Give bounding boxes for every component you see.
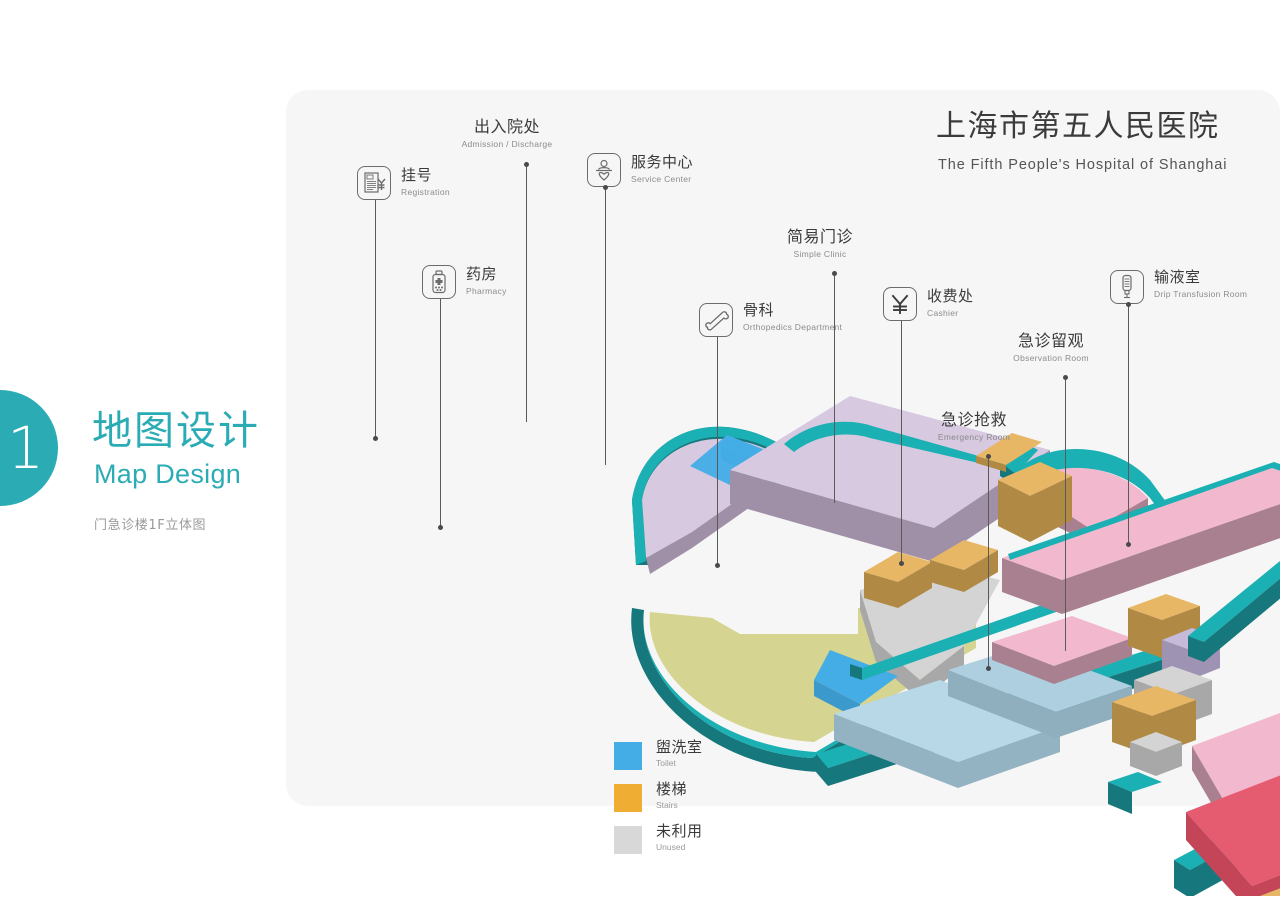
leader-dot-service-center [603,185,608,190]
poi-label-cn: 挂号 [401,166,433,184]
poi-observation[interactable]: 急诊留观 Observation Room [980,331,1122,363]
poi-admission[interactable]: 出入院处 Admission / Discharge [436,117,578,149]
block-corridor-south-2 [948,646,1132,738]
leader-dot-pharmacy [438,525,443,530]
poi-label-cn: 出入院处 [473,117,540,136]
leader-dot-registration [373,436,378,441]
stairs-cluster [1112,686,1196,756]
pharmacy-icon [422,265,456,299]
poi-label-cn: 收费处 [927,287,974,305]
legend-label-unused: 未利用 Unused [656,823,703,852]
section-number: 1 [7,414,44,482]
leader-dot-emergency-end [986,666,991,671]
leader-dot-cashier [899,561,904,566]
leader-simple-clinic [834,273,836,503]
stairs-center-left [864,552,932,608]
leader-cashier [901,321,903,563]
leader-admission [526,164,528,422]
page-title-en: Map Design [94,459,242,489]
block-small-teal [1108,772,1162,814]
leader-observation [1065,377,1067,651]
legend-cn: 未利用 [656,822,703,840]
isometric-floor-map [631,396,1280,896]
poi-emergency[interactable]: 急诊抢救 Emergency Room [903,410,1045,442]
legend-swatch-toilet [614,742,642,770]
leader-transfusion [1128,304,1130,544]
leader-dot-emergency [986,454,991,459]
poi-label-cn: 输液室 [1154,268,1201,286]
poi-label-en: Registration [401,186,450,197]
leader-dot-admission [524,162,529,167]
legend-swatch-stairs [614,784,642,812]
page-title-cn: 地图设计 [92,408,260,454]
poi-cashier-text: 收费处 Cashier [927,287,974,318]
poi-orthopedics-text: 骨科 Orthopedics Department [743,301,843,332]
stairs-north [976,433,1042,472]
leader-service-center [605,187,607,465]
legend-swatch-unused [614,826,642,854]
poi-label-en: Observation Room [1013,352,1089,363]
poi-registration-text: 挂号 Registration [401,166,450,197]
yen-icon [883,287,917,321]
stairs-emergency [1260,888,1280,896]
hospital-name-en: The Fifth People's Hospital of Shanghai [938,157,1228,173]
block-simple-clinic-lower [992,616,1132,684]
leader-registration [375,200,377,438]
leader-orthopedics [717,337,719,565]
east-divider-wall [1188,561,1280,662]
service-center-icon [587,153,621,187]
stairs-center-right [930,540,998,592]
poi-label-cn: 急诊抢救 [940,410,1007,429]
legend-en: Toilet [656,757,676,768]
leader-dot-transfusion [1126,302,1131,307]
leader-dot-observation [1063,375,1068,380]
legend-cn: 盥洗室 [656,738,703,756]
section-number-badge: 1 [0,390,58,506]
registration-icon [357,166,391,200]
poi-pharmacy-text: 药房 Pharmacy [466,265,507,296]
poi-simple-clinic[interactable]: 简易门诊 Simple Clinic [749,227,891,259]
poi-label-en: Service Center [631,173,692,184]
poi-label-cn: 骨科 [743,301,775,319]
leader-emergency [988,456,990,668]
poi-label-en: Pharmacy [466,285,507,296]
block-corridor-south [834,680,1060,788]
page-subtitle: 门急诊楼1F立体图 [94,518,207,533]
poi-transfusion-text: 输液室 Drip Transfusion Room [1154,268,1248,299]
poi-label-en: Emergency Room [937,431,1011,442]
hospital-name-cn: 上海市第五人民医院 [936,109,1220,144]
leader-dot-transfusion-end [1126,542,1131,547]
bone-icon [699,303,733,337]
legend-cn: 楼梯 [656,780,688,798]
block-unused-small [1130,732,1182,776]
block-emergency [1186,775,1280,896]
legend-label-toilet: 盥洗室 Toilet [656,739,703,768]
poi-label-cn: 服务中心 [631,153,694,171]
poi-label-cn: 简易门诊 [786,227,853,246]
poi-label-cn: 急诊留观 [1017,331,1084,350]
legend-label-stairs: 楼梯 Stairs [656,781,687,810]
leader-dot-orthopedics [715,563,720,568]
poi-label-en: Orthopedics Department [743,321,843,332]
poi-label-en: Drip Transfusion Room [1154,288,1248,299]
block-simple-clinic [1002,462,1280,614]
poi-label-en: Admission / Discharge [461,138,553,149]
legend-en: Stairs [656,799,678,810]
legend-en: Unused [656,841,686,852]
map-panel: 上海市第五人民医院 The Fifth People's Hospital of… [286,90,1280,896]
poi-label-cn: 药房 [466,265,498,283]
poi-label-en: Cashier [927,307,959,318]
poi-service-center-text: 服务中心 Service Center [631,153,694,184]
drip-icon [1110,270,1144,304]
poi-label-en: Simple Clinic [793,248,847,259]
leader-dot-simple-clinic [832,271,837,276]
leader-pharmacy [440,299,442,527]
